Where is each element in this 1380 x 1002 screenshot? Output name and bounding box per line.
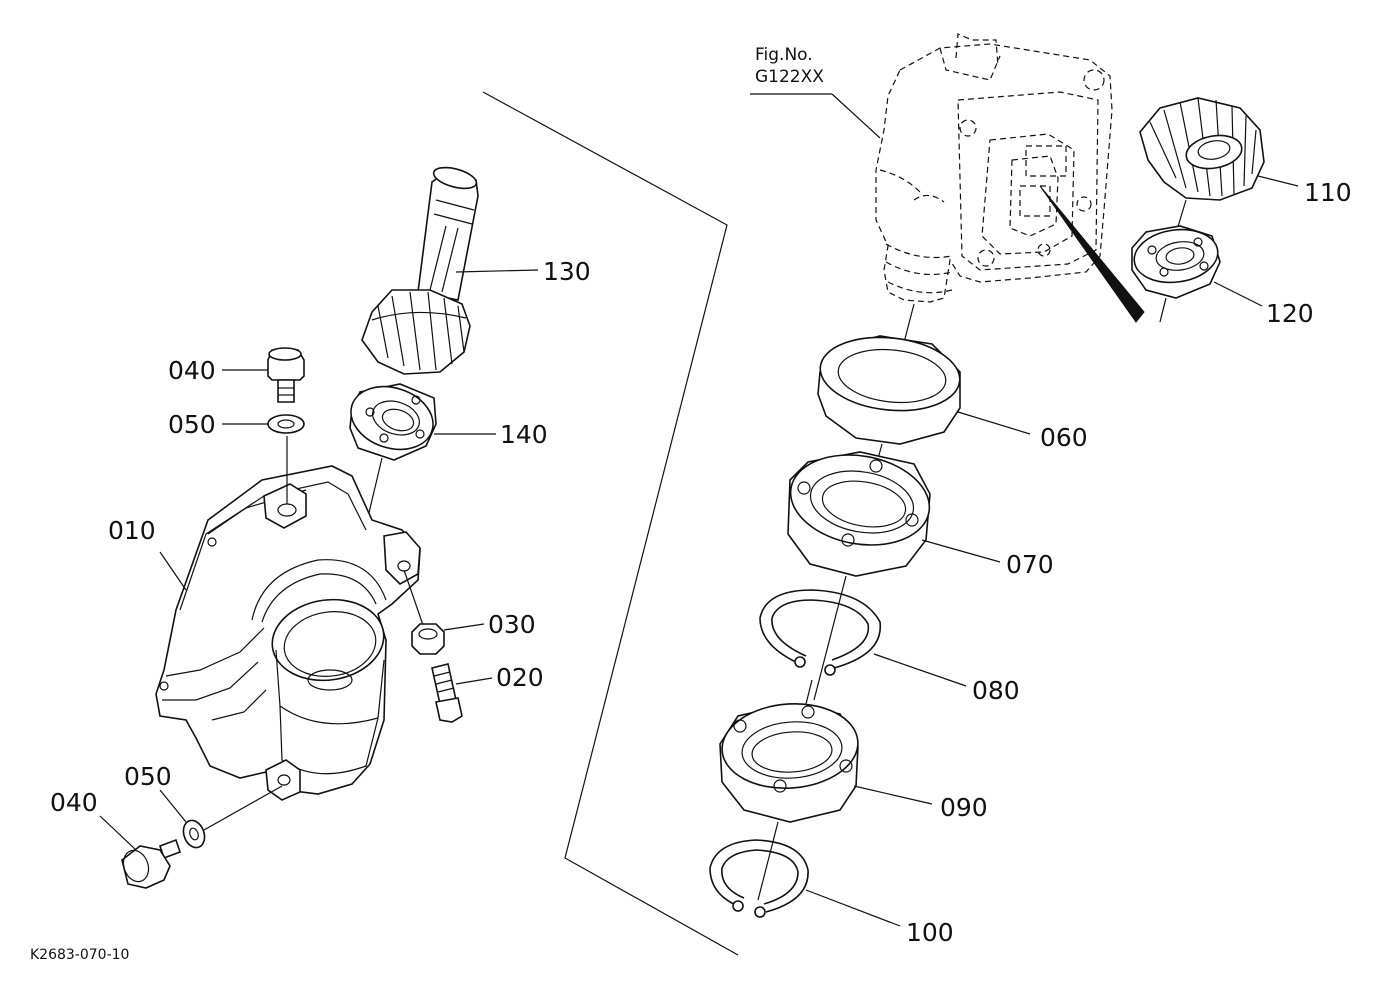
fig-no-line2: G122XX (755, 67, 824, 88)
part-090-ball-bearing (719, 699, 861, 822)
axis-line-050-bottom (204, 786, 282, 830)
leader-fig-no-diag (832, 94, 880, 138)
leader-120 (1214, 282, 1262, 306)
part-label-110: 110 (1304, 178, 1352, 207)
leader-010 (160, 552, 186, 590)
part-030-nut (412, 624, 444, 654)
part-label-090: 090 (940, 793, 988, 822)
part-130-pinion-shaft (362, 164, 479, 374)
fig-no-label: Fig.No. G122XX (755, 44, 824, 88)
part-label-060: 060 (1040, 423, 1088, 452)
part-label-100: 100 (906, 918, 954, 947)
leader-020 (456, 678, 492, 684)
part-label-130: 130 (543, 257, 591, 286)
leader-060 (958, 412, 1030, 434)
part-label-020: 020 (496, 663, 544, 692)
leader-040-bottom (100, 816, 136, 850)
part-040-plug-bolt-top (268, 348, 304, 402)
leader-110 (1258, 176, 1298, 186)
axis-line-030-ear (404, 570, 424, 628)
part-110-bevel-gear (1140, 98, 1264, 200)
part-070-ball-bearing (783, 445, 936, 576)
part-label-040-bottom: 040 (50, 788, 98, 817)
part-label-050-bottom: 050 (124, 762, 172, 791)
part-label-050-top: 050 (168, 410, 216, 439)
part-label-030: 030 (488, 610, 536, 639)
leader-090 (854, 786, 932, 804)
part-050-washer-top (268, 415, 304, 433)
leader-100 (806, 890, 900, 926)
part-050-washer-bottom (180, 817, 208, 850)
part-label-140: 140 (500, 420, 548, 449)
part-label-040-top: 040 (168, 356, 216, 385)
assembly-boundary-line (483, 92, 738, 955)
part-100-snap-ring (710, 840, 808, 917)
part-label-070: 070 (1006, 550, 1054, 579)
leader-050-bottom (160, 790, 186, 822)
drawing-id: K2683-070-10 (30, 947, 130, 963)
part-010-gear-case (156, 466, 420, 800)
part-label-120: 120 (1266, 299, 1314, 328)
part-120-ball-bearing (1131, 224, 1221, 298)
part-label-080: 080 (972, 676, 1020, 705)
part-060-collar-ring (817, 331, 964, 444)
axis-line-080 (814, 576, 846, 700)
part-080-snap-ring (760, 590, 880, 675)
arrow-indicator (1040, 186, 1144, 322)
leader-130 (456, 270, 538, 272)
part-040-plug-bolt-bottom (119, 840, 180, 888)
leader-070 (922, 540, 1000, 562)
part-label-010: 010 (108, 516, 156, 545)
fig-no-line1: Fig.No. (755, 45, 813, 65)
leader-080 (874, 654, 966, 686)
axis-line-120 (1160, 298, 1166, 322)
part-140-ball-bearing (343, 376, 441, 460)
part-020-bolt (432, 664, 462, 722)
leader-030 (444, 624, 484, 630)
reference-housing-g122xx (876, 34, 1112, 302)
axis-line-100 (758, 822, 778, 900)
